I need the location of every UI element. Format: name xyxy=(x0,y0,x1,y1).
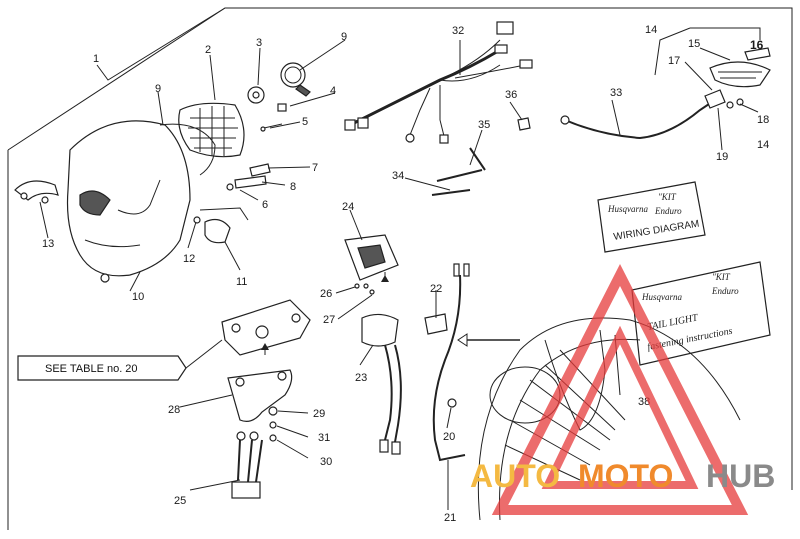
callout-14-bottom: 14 xyxy=(757,139,769,151)
bracket-28 xyxy=(227,369,293,422)
callout-1: 1 xyxy=(93,53,99,65)
tail-light-assembly xyxy=(654,27,771,109)
bracket-see-table xyxy=(221,299,311,356)
callout-11: 11 xyxy=(236,276,247,288)
callout-14-top: 14 xyxy=(645,24,657,36)
screw-20 xyxy=(447,398,457,408)
connector-36 xyxy=(517,117,531,131)
wiring-harness-32 xyxy=(344,21,533,144)
watermark-logo xyxy=(491,264,749,515)
callout-22: 22 xyxy=(430,283,442,295)
callout-15: 15 xyxy=(688,38,700,50)
callout-2: 2 xyxy=(205,44,211,56)
fairing-clip-13 xyxy=(14,180,59,204)
harness-25 xyxy=(231,431,263,499)
callout-30: 30 xyxy=(320,456,332,468)
cable-33 xyxy=(564,99,716,140)
callout-26: 26 xyxy=(320,288,332,300)
watermark-moto: MOTO xyxy=(578,458,673,494)
watermark-text: AUTO MOTO HUB xyxy=(470,458,775,494)
card2-line2: "KIT xyxy=(712,272,731,282)
screw-5 xyxy=(263,123,283,129)
arrow-up-28 xyxy=(261,343,269,350)
callout-7: 7 xyxy=(312,162,318,174)
callout-36: 36 xyxy=(505,89,517,101)
module-23 xyxy=(361,313,402,455)
gauge-9 xyxy=(280,62,311,97)
callout-4: 4 xyxy=(330,85,336,97)
leader-lines xyxy=(39,7,759,510)
card2-line1: Husqvarna xyxy=(641,292,682,302)
watermark-hub: HUB xyxy=(706,458,775,494)
watermark-auto: AUTO xyxy=(470,458,560,494)
headlight-fairing xyxy=(66,120,191,283)
callout-20: 20 xyxy=(443,431,455,443)
bracket-22 xyxy=(424,313,448,335)
callout-3: 3 xyxy=(256,37,262,49)
see-table-label: SEE TABLE no. 20 xyxy=(45,363,138,375)
callout-25: 25 xyxy=(174,495,186,507)
callout-34: 34 xyxy=(392,170,404,182)
small-bulb-4 xyxy=(277,103,287,112)
callout-29: 29 xyxy=(313,408,325,420)
callout-24: 24 xyxy=(342,201,354,213)
headlight-body xyxy=(178,102,245,158)
callout-23: 23 xyxy=(355,372,367,384)
callout-28: 28 xyxy=(168,404,180,416)
clamp-11 xyxy=(193,207,249,244)
callout-21: 21 xyxy=(444,512,456,524)
callout-35: 35 xyxy=(478,119,490,131)
nut-29 xyxy=(268,406,278,416)
callout-33: 33 xyxy=(610,87,622,99)
card1-line1: Husqvarna xyxy=(607,204,648,214)
callout-16: 16 xyxy=(750,38,764,52)
callout-8: 8 xyxy=(290,181,296,193)
arrow-left-wheel xyxy=(457,333,468,347)
callout-17: 17 xyxy=(668,55,680,67)
arrow-up-24 xyxy=(381,275,389,282)
card1-line3: Enduro xyxy=(654,206,682,216)
tie-34 xyxy=(431,189,471,196)
sensor-cable-21 xyxy=(432,263,470,462)
callout-5: 5 xyxy=(302,116,308,128)
front-wheel xyxy=(477,317,741,521)
washer-31 xyxy=(269,421,277,429)
wiring-diagram-card: Husqvarna "KIT Enduro WIRING DIAGRAM xyxy=(597,181,706,253)
tie-35 xyxy=(436,169,483,182)
switch-24 xyxy=(344,234,399,281)
see-table-box xyxy=(17,355,187,381)
callout-19: 19 xyxy=(716,151,728,163)
callout-12: 12 xyxy=(183,253,195,265)
callout-13: 13 xyxy=(42,238,54,250)
callout-9-top: 9 xyxy=(341,31,347,43)
callout-27: 27 xyxy=(323,314,335,326)
screw-30 xyxy=(269,434,277,442)
tail-light-card: Husqvarna "KIT Enduro TAIL LIGHT fasteni… xyxy=(631,261,771,366)
callout-32: 32 xyxy=(452,25,464,37)
connector-7 xyxy=(249,163,271,177)
callout-18: 18 xyxy=(757,114,769,126)
callout-10: 10 xyxy=(132,291,144,303)
callout-31: 31 xyxy=(318,432,330,444)
bulb-3 xyxy=(247,86,265,104)
bracket-8 xyxy=(234,175,267,189)
card1-line2: "KIT xyxy=(658,192,677,202)
headlight-gasket xyxy=(159,123,216,176)
card2-line3: Enduro xyxy=(711,286,739,296)
callout-numbers: 1 2 3 4 5 6 7 8 9 9 10 11 12 13 14 14 15… xyxy=(42,24,769,524)
callout-6: 6 xyxy=(262,199,268,211)
callout-9-left: 9 xyxy=(155,83,161,95)
screw-6 xyxy=(226,183,234,191)
diagram-frame xyxy=(7,7,793,490)
